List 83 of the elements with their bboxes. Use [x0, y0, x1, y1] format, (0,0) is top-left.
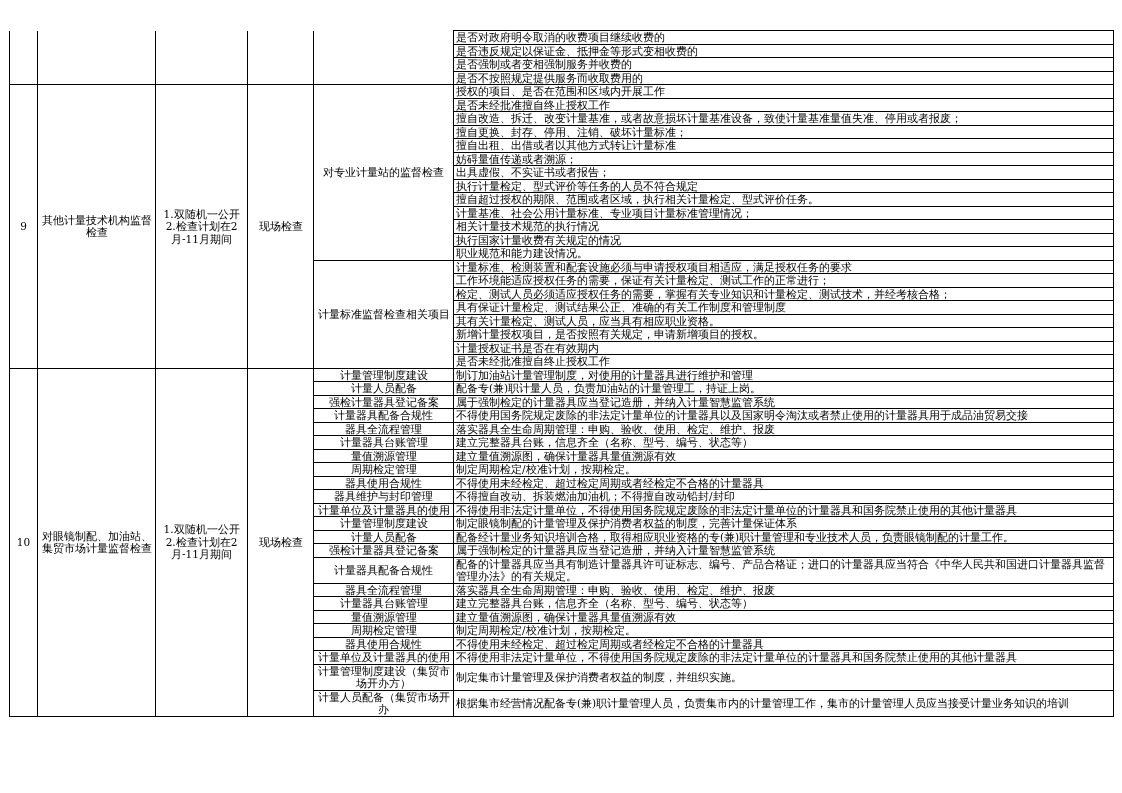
inspection-category: 强检计量器具登记备案	[328, 395, 439, 408]
inspection-category: 计量管理制度建设（集贸市场开办方）	[316, 665, 451, 689]
inspection-category: 量值溯源管理	[350, 449, 417, 462]
inspection-item-text: 职业规范和能力建设情况。	[456, 247, 588, 260]
inspection-item-text: 建立完整器具台账，信息齐全（名称、型号、编号、状态等）	[456, 597, 753, 610]
task-name: 其他计量技术机构监督检查	[40, 213, 153, 239]
inspection-category: 计量标准监督检查相关项目	[317, 307, 450, 321]
inspection-type: 现场检查	[258, 220, 303, 233]
inspection-category: 器具全流程管理	[345, 583, 422, 596]
inspection-item-text: 具有保证计量检定、测试结果公正、准确的有关工作制度和管理制度	[456, 301, 786, 314]
inspection-item-text: 不得使用非法定计量单位，不得使用国务院规定废除的非法定计量单位的计量器具和国务院禁止使用的其他计量器具	[456, 651, 1017, 664]
inspection-item-text: 执行国家计量收费有关规定的情况	[456, 233, 621, 246]
inspection-category: 周期检定管理	[350, 463, 417, 476]
inspection-category: 计量管理制度建设	[339, 517, 428, 530]
inspection-item-text: 属于强制检定的计量器具应当登记造册，并纳入计量智慧监管系统	[456, 544, 775, 557]
inspection-type: 现场检查	[258, 535, 303, 549]
inspection-item-text: 制订加油站计量管理制度，对使用的计量器具进行维护和管理	[456, 368, 753, 381]
method-text: 2.检查计划在2月-11月期间	[164, 220, 239, 245]
inspection-item-text: 是否违反规定以保证金、抵押金等形式变相收费的	[456, 44, 698, 57]
inspection-category: 器具维护与封印管理	[334, 490, 433, 503]
inspection-item-text: 制定周期检定/校准计划，按期检定。	[456, 463, 636, 476]
inspection-item-text: 执行计量检定、型式评价等任务的人员不符合规定	[456, 179, 698, 192]
method-text: 1.双随机一公开	[163, 523, 240, 536]
inspection-item-text: 擅自出租、出借或者以其他方式转让计量标准	[456, 139, 676, 152]
inspection-item-text: 配备经计量业务知识培训合格，取得相应职业资格的专(兼)职计量管理和专业技术人员，负责眼镜制配的计量工作。	[456, 530, 1015, 543]
inspection-category: 计量人员配备	[350, 530, 417, 543]
inspection-category: 量值溯源管理	[350, 610, 417, 623]
inspection-category: 强检计量器具登记备案	[328, 544, 439, 557]
inspection-item-text: 不得使用未经检定、超过检定周期或者经检定不合格的计量器具	[456, 476, 764, 489]
inspection-item-text: 不得使用国务院规定废除的非法定计量单位的计量器具以及国家明令淘汰或者禁止使用的计量器具用于成品油贸易交接	[456, 409, 1028, 422]
inspection-item-text: 出具虚假、不实证书或者报告；	[456, 166, 610, 179]
inspection-item-text: 是否不按照规定提供服务而收取费用的	[456, 71, 643, 84]
inspection-item-text: 配备的计量器具应当具有制造计量器具许可证标志、编号、产品合格证；进口的计量器具应当符合《中华人民共和国进口计量器具监督管理办法》的有关规定。	[456, 558, 1106, 582]
inspection-item-text: 不得使用非法定计量单位，不得使用国务院规定废除的非法定计量单位的计量器具和国务院禁止使用的其他计量器具	[456, 503, 1017, 516]
inspection-category: 计量器具配备合规性	[334, 409, 433, 422]
inspection-item-text: 是否对政府明令取消的收费项目继续收费的	[456, 31, 665, 44]
inspection-category: 计量器具台账管理	[339, 597, 428, 610]
inspection-category: 计量单位及计量器具的使用	[317, 651, 450, 664]
inspection-category: 周期检定管理	[350, 624, 417, 637]
inspection-item-text: 落实器具全生命周期管理：申购、验收、使用、检定、维护、报废	[456, 422, 775, 435]
inspection-item-text: 授权的项目、是否在范围和区域内开展工作	[456, 85, 665, 98]
inspection-item-text: 擅自更换、封存、停用、注销、破坏计量标准；	[456, 125, 687, 138]
inspection-item-text: 计量授权证书是否在有效期内	[456, 341, 599, 354]
inspection-item-text: 计量基准、社会公用计量标准、专业项目计量标准管理情况；	[456, 206, 753, 219]
inspection-item-text: 是否未经批准擅自终止授权工作	[456, 98, 610, 111]
inspection-item-text: 建立量值溯源图，确保计量器具量值溯源有效	[456, 449, 676, 462]
inspection-item-text: 妨碍量值传递或者溯源；	[456, 152, 577, 165]
inspection-category: 计量器具台账管理	[339, 436, 428, 449]
inspection-item-text: 擅自改造、拆迁、改变计量基准，或者故意损坏计量基准设备，致使计量基准量值失准、停用或者报废；	[456, 112, 962, 125]
inspection-item-text: 建立量值溯源图，确保计量器具量值溯源有效	[456, 610, 676, 623]
inspection-item-text: 计量标准、检测装置和配套设施必须与申请授权项目相适应，满足授权任务的要求	[456, 260, 852, 273]
inspection-category: 计量器具配备合规性	[334, 563, 433, 577]
inspection-category: 对专业计量站的监督检查	[323, 166, 444, 179]
task-name: 对眼镜制配、加油站、集贸市场计量监督检查	[40, 529, 153, 555]
inspection-item-text: 其有关计量检定、测试人员，应当具有相应职业资格。	[456, 314, 720, 327]
inspection-category: 计量人员配备	[350, 382, 417, 395]
method-text: 2.检查计划在2月-11月期间	[164, 535, 239, 561]
method-text: 1.双随机一公开	[163, 207, 240, 220]
inspection-item-text: 相关计量技术规范的执行情况	[456, 220, 599, 233]
inspection-item-text: 落实器具全生命周期管理：申购、验收、使用、检定、维护、报废	[456, 583, 775, 596]
inspection-category: 计量单位及计量器具的使用	[317, 503, 450, 516]
inspection-item-text: 建立完整器具台账，信息齐全（名称、型号、编号、状态等）	[456, 436, 753, 449]
inspection-item-text: 属于强制检定的计量器具应当登记造册，并纳入计量智慧监管系统	[456, 395, 775, 408]
inspection-item-text: 不得使用未经检定、超过检定周期或者经检定不合格的计量器具	[456, 637, 764, 650]
inspection-item-text: 工作环境能适应授权任务的需要，保证有关计量检定、测试工作的正常进行；	[456, 274, 830, 287]
inspection-item-text: 制定周期检定/校准计划，按期检定。	[456, 624, 636, 637]
inspection-item-text: 擅自超过授权的期限、范围或者区域，执行相关计量检定、型式评价任务。	[456, 193, 819, 206]
inspection-item-text: 是否未经批准擅自终止授权工作	[456, 355, 610, 368]
inspection-item-text: 是否强制或者变相强制服务并收费的	[456, 58, 632, 71]
inspection-item-text: 新增计量授权项目，是否按照有关规定，申请新增项目的授权。	[456, 328, 764, 341]
inspection-item-text: 根据集市经营情况配备专(兼)职计量管理人员，负责集市内的计量管理工作，集市的计量管理人员应当接受计量业务知识的培训	[456, 696, 1070, 710]
inspection-category: 器具全流程管理	[345, 422, 422, 435]
inspection-category: 器具使用合规性	[345, 637, 422, 650]
inspection-item-text: 制定眼镜制配的计量管理及保护消费者权益的制度，完善计量保证体系	[456, 517, 797, 530]
inspection-category: 器具使用合规性	[345, 476, 422, 489]
row-number: 10	[16, 535, 31, 549]
inspection-item-text: 不得擅自改动、拆装燃油加油机；不得擅自改动铅封/封印	[456, 490, 735, 503]
inspection-item-text: 检定、测试人员必须适应授权任务的需要，掌握有关专业知识和计量检定、测试技术，并经考核合格；	[456, 287, 951, 300]
inspection-item-text: 配备专(兼)职计量人员，负责加油站的计量管理工，持证上岗。	[456, 382, 762, 395]
inspection-category: 计量人员配备（集贸市场开办	[316, 691, 451, 715]
inspection-item-text: 制定集市计量管理及保护消费者权益的制度，并组织实施。	[456, 670, 742, 684]
row-number: 9	[20, 220, 27, 233]
inspection-category: 计量管理制度建设	[339, 368, 428, 381]
